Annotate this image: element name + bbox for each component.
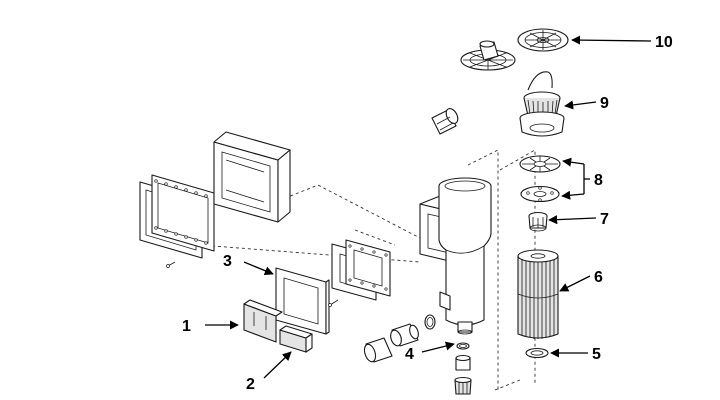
pointer-7: [548, 215, 597, 225]
assembly-guide-lines: [199, 149, 536, 391]
callout-5: 5: [592, 346, 601, 363]
strainer-basket: [519, 91, 565, 137]
skimmer-lid: [517, 28, 569, 52]
gasket-bolt-holes: [154, 179, 208, 245]
callout-2: 2: [246, 376, 255, 393]
pointer-9: [564, 100, 597, 110]
callout-10: 10: [655, 34, 673, 51]
pointer-6: [559, 275, 591, 292]
skimmer-housing: [419, 177, 492, 335]
callout-1: 1: [182, 318, 191, 335]
callout-8: 8: [594, 172, 603, 189]
float-plate-lower: [520, 185, 560, 203]
pointer-10: [571, 35, 652, 45]
callout-4: 4: [405, 346, 414, 363]
callout-labels: 1 2 3 4 5 6 7 8 9 10: [182, 34, 673, 393]
basket-handle: [527, 71, 553, 91]
weir-block: [279, 325, 313, 353]
callout-pointers: [205, 35, 652, 379]
callout-3: 3: [223, 253, 232, 270]
filter-cartridge: [517, 249, 559, 339]
pointer-2: [263, 351, 292, 379]
callout-7: 7: [600, 211, 609, 228]
o-ring: [525, 347, 549, 359]
float-plate-upper: [519, 155, 561, 173]
pointer-3: [243, 261, 274, 276]
deck-adapter-ring: [460, 40, 516, 71]
pointer-8b: [561, 190, 585, 200]
face-plate-frame: [275, 267, 330, 335]
face-plate-box: [213, 131, 291, 223]
drain-fittings: [454, 342, 472, 395]
cartridge-fitting: [528, 211, 548, 232]
elbow-fitting: [431, 108, 459, 135]
callout-6: 6: [594, 269, 603, 286]
pipe-fittings: [363, 314, 436, 363]
front-gasket-assembly: [139, 174, 215, 268]
weir-door: [243, 299, 283, 343]
pointer-8a: [562, 157, 585, 167]
callout-9: 9: [600, 95, 609, 112]
pointer-4: [421, 341, 455, 353]
middle-gasket-assembly: [328, 239, 391, 307]
